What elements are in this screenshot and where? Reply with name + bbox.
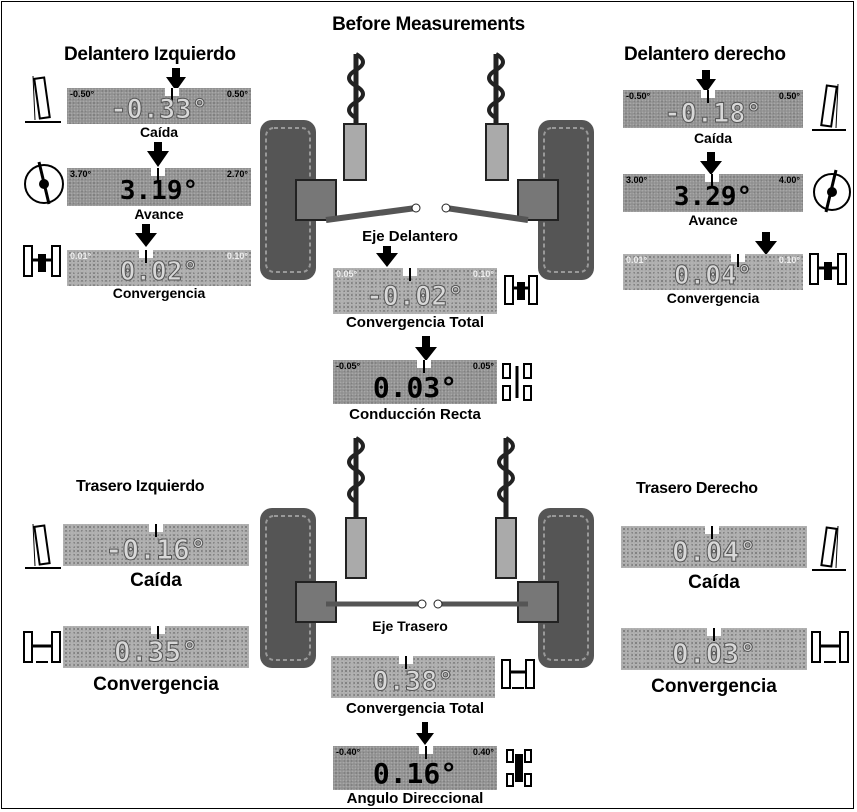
- front-left-camber-max: 0.50°: [226, 89, 248, 99]
- front-right-caster-max: 4.00°: [778, 175, 800, 185]
- rear-total-toe-label: Convergencia Total: [345, 700, 485, 717]
- front-right-caster-gauge: 3.00° 4.00° 3.29°: [623, 174, 803, 212]
- rear-left-camber-label: Caída: [130, 570, 182, 591]
- straight-drive-value: 0.03°: [372, 371, 458, 404]
- front-right-camber-value: -0.18°: [664, 98, 763, 128]
- thrust-angle-min: -0.40°: [336, 747, 361, 757]
- front-right-camber-label: Caída: [693, 130, 733, 146]
- rear-total-toe-value: 0.38°: [372, 666, 454, 697]
- front-right-camber-gauge: -0.50° 0.50° -0.18°: [623, 90, 803, 128]
- front-right-toe-label: Convergencia: [666, 290, 760, 306]
- front-total-toe-value: -0.02°: [366, 281, 465, 312]
- front-left-caster-gauge: 3.70° 2.70° 3.19°: [67, 168, 251, 206]
- thrust-angle-label: Angulo Direccional: [346, 790, 484, 807]
- camber-icon: [23, 72, 63, 124]
- toe-icon: [810, 628, 850, 668]
- rear-total-toe-gauge: 0.38°: [331, 656, 495, 698]
- rear-right-camber-gauge: 0.04°: [621, 526, 807, 568]
- rear-left-header: Trasero Izquierdo: [76, 478, 205, 495]
- caster-icon: [23, 160, 65, 206]
- rear-suspension-illustration: [256, 432, 596, 672]
- thrust-angle-max: 0.40°: [472, 747, 494, 757]
- rear-left-toe-value: 0.35°: [113, 635, 199, 668]
- camber-icon: [812, 80, 848, 132]
- rear-left-toe-label: Convergencia: [93, 674, 219, 695]
- front-left-toe-value: 0.02°: [119, 257, 199, 286]
- front-total-toe-label: Convergencia Total: [345, 314, 485, 331]
- rear-left-toe-gauge: 0.35°: [63, 626, 249, 668]
- camber-icon: [812, 522, 848, 572]
- rear-right-toe-value: 0.03°: [671, 637, 757, 670]
- front-right-toe-value: 0.04°: [673, 261, 753, 290]
- front-right-toe-min: 0.01°: [626, 255, 648, 265]
- front-total-toe-max: 0.10°: [472, 269, 494, 279]
- front-left-caster-min: 3.70°: [70, 169, 92, 179]
- front-left-camber-gauge: -0.50° 0.50° -0.33°: [67, 88, 251, 124]
- steering-wheel-icon: [502, 362, 532, 402]
- toe-icon: [22, 628, 62, 668]
- front-total-toe-min: 0.05°: [336, 269, 358, 279]
- toe-icon: [500, 656, 536, 694]
- straight-drive-max: 0.05°: [472, 361, 494, 371]
- front-axle-label: Eje Delantero: [362, 228, 458, 245]
- toe-icon: [808, 250, 848, 290]
- straight-drive-min: -0.05°: [336, 361, 361, 371]
- front-left-caster-max: 2.70°: [226, 169, 248, 179]
- toe-icon: [503, 272, 539, 310]
- front-left-header: Delantero Izquierdo: [64, 44, 236, 65]
- rear-right-camber-value: 0.04°: [671, 535, 757, 568]
- front-left-caster-value: 3.19°: [119, 176, 199, 206]
- rear-axle-label: Eje Trasero: [372, 618, 448, 634]
- front-right-caster-label: Avance: [688, 212, 738, 228]
- front-left-toe-label: Convergencia: [112, 285, 206, 301]
- caster-icon: [812, 168, 852, 214]
- toe-icon: [22, 242, 62, 282]
- rear-left-camber-gauge: -0.16°: [63, 524, 249, 566]
- rear-right-camber-label: Caída: [688, 572, 740, 593]
- front-left-camber-min: -0.50°: [70, 89, 95, 99]
- front-right-camber-min: -0.50°: [626, 91, 651, 101]
- rear-right-header: Trasero Derecho: [636, 480, 758, 497]
- thrust-angle-icon: [506, 748, 532, 788]
- rear-left-camber-value: -0.16°: [105, 533, 207, 566]
- front-right-caster-min: 3.00°: [626, 175, 648, 185]
- front-left-toe-gauge: 0.01° 0.10° 0.02°: [67, 250, 251, 286]
- page-title: Before Measurements: [332, 14, 525, 35]
- front-right-toe-max: 0.10°: [778, 255, 800, 265]
- front-right-toe-gauge: 0.01° 0.10° 0.04°: [623, 254, 803, 290]
- front-right-camber-max: 0.50°: [778, 91, 800, 101]
- front-left-camber-value: -0.33°: [110, 94, 209, 124]
- front-right-caster-value: 3.29°: [673, 182, 753, 212]
- rear-right-toe-label: Convergencia: [651, 676, 777, 697]
- front-suspension-illustration: [256, 50, 596, 290]
- front-left-toe-max: 0.10°: [226, 251, 248, 261]
- thrust-angle-gauge: -0.40° 0.40° 0.16°: [333, 746, 497, 790]
- front-left-camber-label: Caída: [139, 124, 179, 140]
- thrust-angle-value: 0.16°: [372, 757, 458, 790]
- front-left-caster-label: Avance: [134, 206, 184, 222]
- camber-icon: [23, 520, 63, 570]
- straight-drive-label: Conducción Recta: [349, 406, 481, 423]
- front-left-toe-min: 0.01°: [70, 251, 92, 261]
- rear-right-toe-gauge: 0.03°: [621, 628, 807, 670]
- front-total-toe-gauge: 0.05° 0.10° -0.02°: [333, 268, 497, 314]
- straight-drive-gauge: -0.05° 0.05° 0.03°: [333, 360, 497, 404]
- front-right-header: Delantero derecho: [624, 44, 786, 65]
